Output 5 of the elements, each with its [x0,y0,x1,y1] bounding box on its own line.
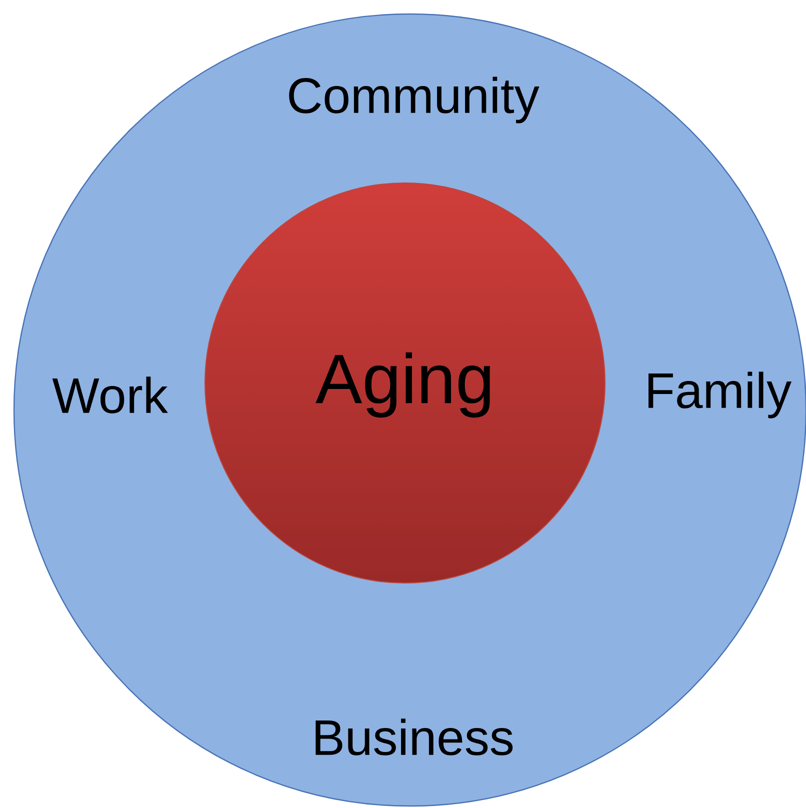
circle-label: Work [52,376,168,414]
circle-label: Community [289,76,540,124]
circle-label: Business [316,718,513,756]
circle-label: Aging [316,352,490,418]
circle-label: Family [648,372,792,418]
